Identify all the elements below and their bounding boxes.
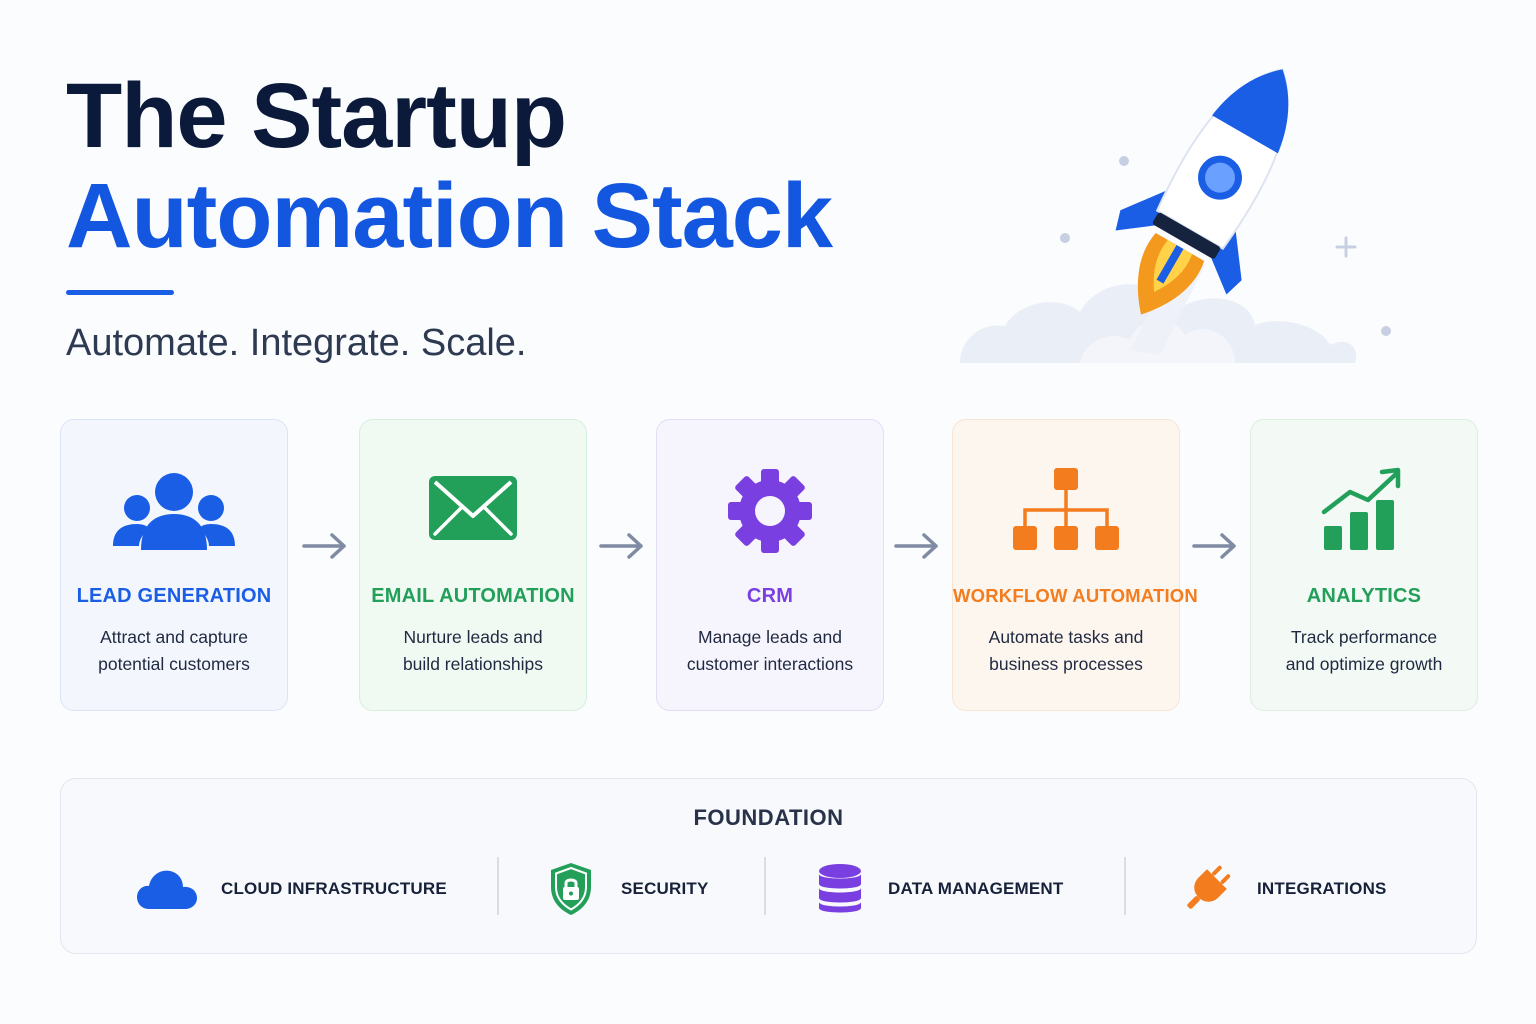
- stage-desc-line1: Nurture leads and: [403, 627, 543, 647]
- rocket-icon: [1115, 68, 1289, 315]
- title-underline: [66, 290, 174, 295]
- tagline: Automate. Integrate. Scale.: [66, 322, 527, 364]
- stage-card-analytics: ANALYTICS Track performance and optimize…: [1250, 419, 1478, 711]
- plug-icon: [1187, 865, 1231, 909]
- envelope-icon: [429, 476, 517, 540]
- stage-desc-line1: Track performance: [1290, 627, 1438, 647]
- stage-card-lead-generation: LEAD GENERATION Attract and capture pote…: [60, 419, 288, 711]
- stage-title: EMAIL AUTOMATION: [371, 585, 575, 607]
- gear-icon: [728, 469, 812, 553]
- divider: [1124, 857, 1126, 915]
- stage-card-workflow-automation: WORKFLOW AUTOMATION Automate tasks and b…: [952, 419, 1198, 711]
- foundation-item-data-management: DATA MANAGEMENT: [817, 859, 1064, 919]
- stage-desc-line1: Automate tasks and: [988, 627, 1144, 647]
- foundation-label: INTEGRATIONS: [1257, 879, 1387, 898]
- stage-desc-line1: Manage leads and: [698, 627, 842, 647]
- foundation-label: DATA MANAGEMENT: [888, 879, 1064, 898]
- stage-description: Automate tasks and business processes: [963, 624, 1169, 678]
- stage-desc-line2: customer interactions: [686, 654, 854, 674]
- stage-desc-line2: business processes: [989, 654, 1143, 674]
- cloud-icon: [137, 870, 197, 909]
- stage-desc-line2: build relationships: [402, 654, 544, 674]
- database-icon: [819, 864, 861, 913]
- stage-description: Nurture leads and build relationships: [370, 624, 576, 678]
- arrow-right-icon: [302, 533, 346, 559]
- divider: [764, 857, 766, 915]
- arrow-right-icon: [1192, 533, 1236, 559]
- rocket-illustration: [960, 68, 1391, 363]
- stage-desc-line1: Attract and capture: [100, 627, 248, 647]
- foundation-label: CLOUD INFRASTRUCTURE: [221, 879, 447, 898]
- stage-description: Manage leads and customer interactions: [667, 624, 873, 678]
- title-block: The Startup Automation Stack: [66, 65, 833, 267]
- divider: [497, 857, 499, 915]
- users-icon: [113, 473, 235, 550]
- stage-title: WORKFLOW AUTOMATION: [953, 585, 1198, 606]
- page-title-line1: The Startup: [66, 65, 567, 167]
- stage-card-email-automation: EMAIL AUTOMATION Nurture leads and build…: [359, 419, 587, 711]
- foundation-item-security: SECURITY: [547, 859, 709, 919]
- foundation-item-integrations: INTEGRATIONS: [1179, 859, 1387, 919]
- stage-title: ANALYTICS: [1306, 585, 1422, 607]
- foundation-item-cloud-infrastructure: CLOUD INFRASTRUCTURE: [135, 859, 447, 919]
- shield-lock-icon: [551, 863, 591, 915]
- stage-desc-line2: potential customers: [98, 654, 250, 674]
- stage-description: Attract and capture potential customers: [71, 624, 277, 678]
- foundation-panel: FOUNDATION CLOUD INFRASTRUCTURE SECURITY: [60, 778, 1477, 954]
- stage-title: CRM: [746, 585, 794, 607]
- arrow-right-icon: [894, 533, 938, 559]
- foundation-label: SECURITY: [621, 879, 709, 898]
- stage-card-crm: CRM Manage leads and customer interactio…: [656, 419, 884, 711]
- growth-chart-icon: [1321, 467, 1401, 550]
- foundation-title: FOUNDATION: [693, 805, 844, 830]
- arrow-right-icon: [599, 533, 643, 559]
- page-title-line2: Automation Stack: [66, 165, 833, 267]
- stage-desc-line2: and optimize growth: [1285, 654, 1443, 674]
- org-chart-icon: [1013, 468, 1119, 550]
- stage-title: LEAD GENERATION: [76, 585, 272, 607]
- stage-flow: LEAD GENERATION Attract and capture pote…: [60, 419, 1478, 711]
- stage-description: Track performance and optimize growth: [1261, 624, 1467, 678]
